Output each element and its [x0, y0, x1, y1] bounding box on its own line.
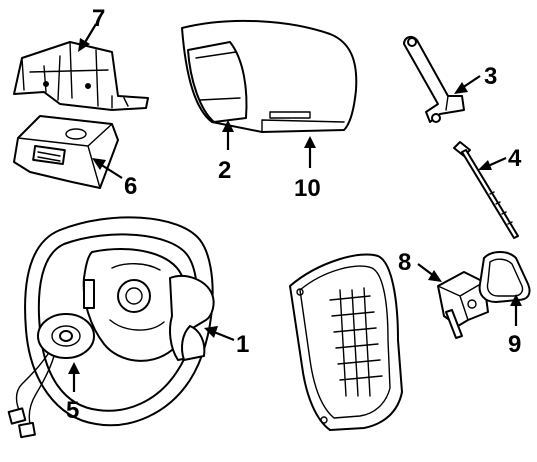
module-bracket-illustration	[13, 41, 149, 111]
callout-2: 2	[218, 157, 231, 184]
side-airbag-cover-illustration	[478, 251, 531, 303]
bolt-illustration	[453, 141, 519, 239]
callout-6: 6	[124, 173, 137, 200]
callout-5: 5	[66, 397, 79, 424]
callout-1: 1	[236, 331, 249, 358]
control-module-illustration	[13, 115, 119, 189]
clockspring-illustration	[7, 313, 95, 439]
passenger-airbag-illustration	[181, 19, 358, 133]
callout-8: 8	[398, 249, 411, 276]
callout-9: 9	[508, 331, 521, 358]
callout-4: 4	[508, 145, 522, 172]
callout-7: 7	[92, 5, 105, 32]
callout-10: 10	[294, 175, 321, 202]
leader-lines	[68, 23, 522, 392]
callout-labels: 7 6 2 10 3 4 1 5 8 9	[66, 5, 522, 424]
seat-frame-illustration	[289, 253, 403, 431]
seat-side-airbag-illustration	[437, 271, 489, 339]
mounting-bracket-illustration	[403, 36, 465, 123]
callout-3: 3	[484, 63, 497, 90]
